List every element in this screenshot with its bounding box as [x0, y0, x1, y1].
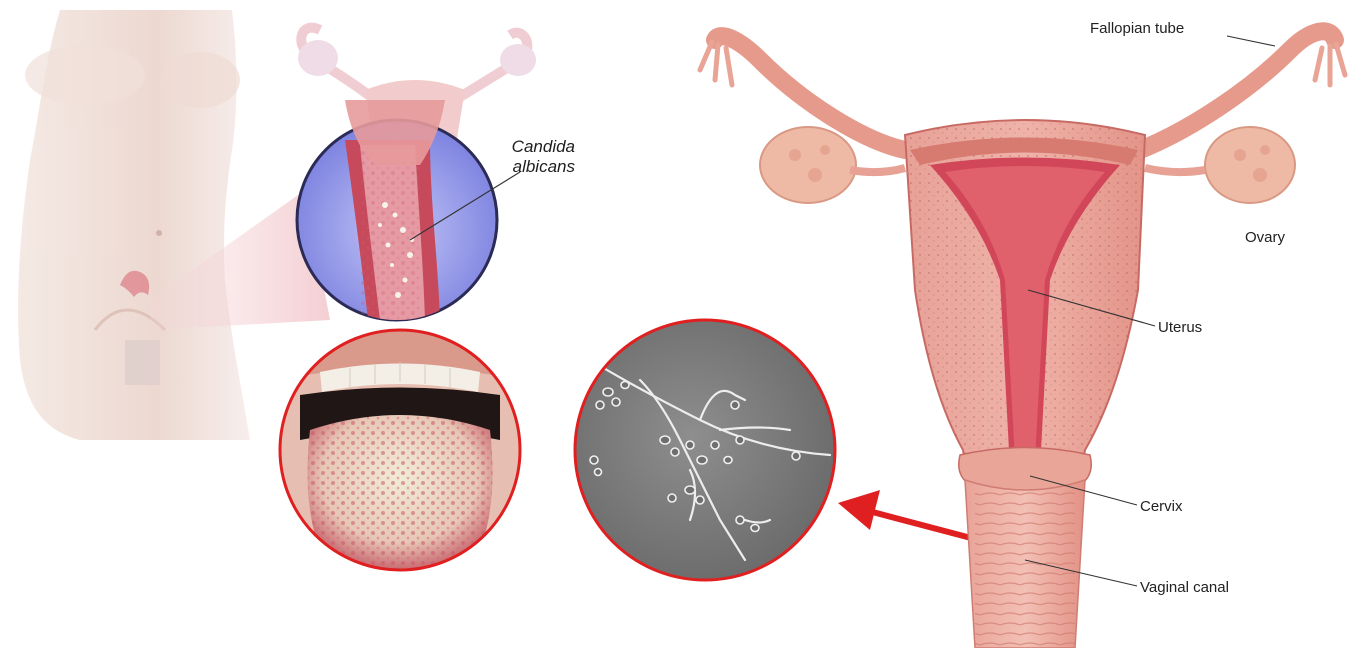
- candida-albicans-label-line2: albicans: [513, 157, 576, 176]
- candida-albicans-label-line1: Candida: [512, 137, 575, 156]
- cervix-label: Cervix: [1140, 498, 1183, 515]
- vaginal-infection-magnifier: [297, 28, 536, 325]
- micrograph-callout: [575, 320, 835, 580]
- fallopian-tube-label: Fallopian tube: [1090, 20, 1184, 37]
- fallopian-tube-leader-line: [1227, 36, 1275, 46]
- uterus-label: Uterus: [1158, 319, 1202, 336]
- uterus-anatomy-icon: [700, 31, 1345, 648]
- vaginal-canal-label: Vaginal canal: [1140, 579, 1229, 596]
- female-torso-icon: [18, 10, 250, 440]
- fallopian-tube-label-group: Fallopian tube: [1090, 20, 1275, 46]
- oral-thrush-callout: [280, 330, 520, 570]
- ovary-label: Ovary: [1245, 229, 1286, 246]
